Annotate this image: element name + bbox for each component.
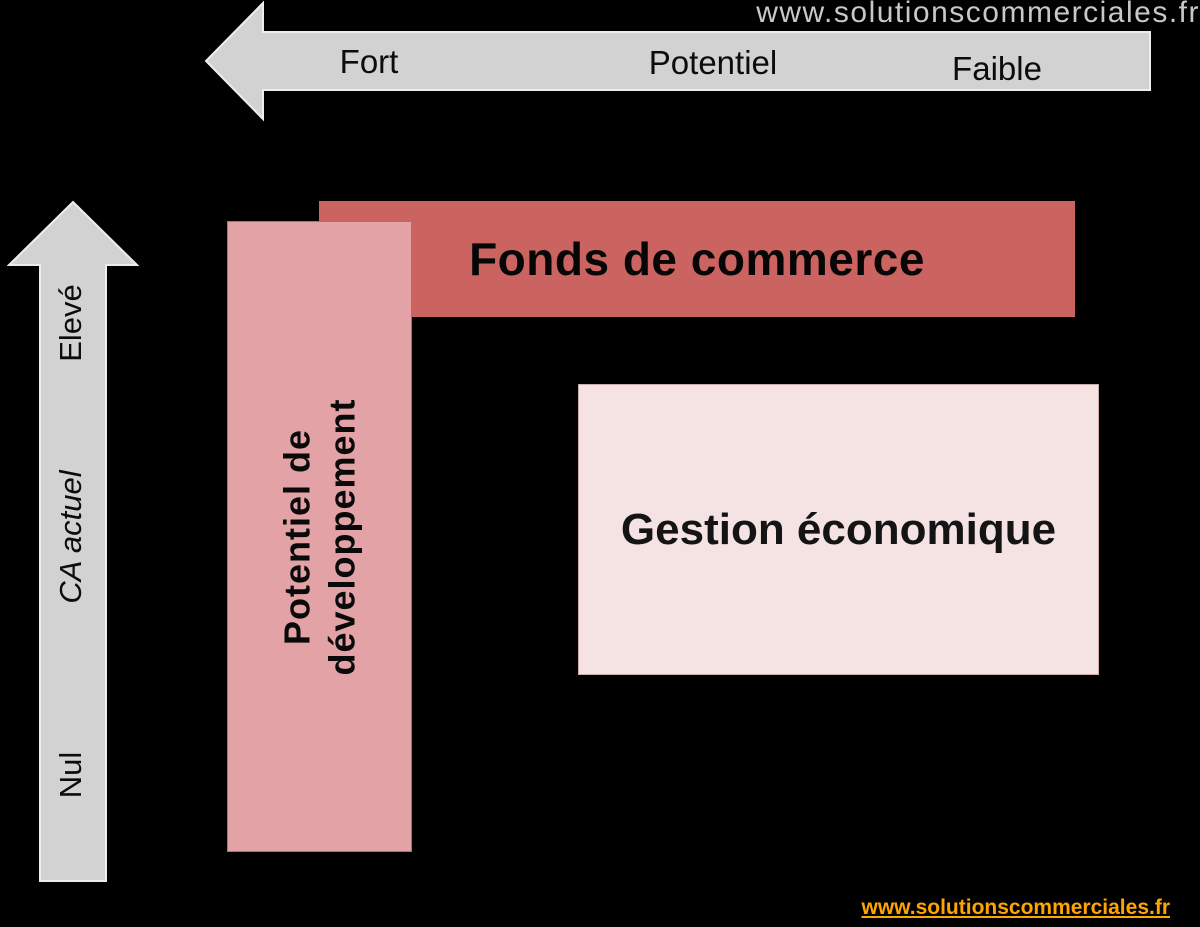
horizontal-axis-arrow	[204, 0, 1151, 122]
axis-label-nul: Nul	[53, 751, 88, 799]
region-gestion-economique: Gestion économique	[578, 384, 1099, 675]
axis-label-faible: Faible	[952, 50, 1042, 87]
region-potentiel-developpement: Potentiel de développement	[227, 221, 412, 852]
potentiel-label-line1: Potentiel de	[276, 428, 318, 645]
left-arrow-shape	[204, 0, 1151, 122]
axis-label-potentiel: Potentiel	[648, 44, 778, 81]
up-arrow-shape	[6, 200, 140, 882]
region-fonds-de-commerce: Fonds de commerce	[319, 201, 1075, 317]
vertical-axis-arrow	[6, 200, 140, 882]
watermark-url-top: www.solutionscommerciales.fr	[756, 0, 1200, 29]
axis-label-fort: Fort	[339, 43, 399, 80]
region-potentiel-developpement-label: Potentiel de développement	[274, 398, 365, 675]
watermark-url-bottom[interactable]: www.solutionscommerciales.fr	[861, 896, 1170, 919]
region-gestion-economique-label: Gestion économique	[620, 504, 1057, 554]
region-fonds-de-commerce-label: Fonds de commerce	[469, 233, 925, 285]
axis-label-eleve: Elevé	[53, 284, 88, 362]
potentiel-label-line2: développement	[321, 397, 363, 676]
axis-title-ca-actuel: CA actuel	[53, 470, 88, 604]
